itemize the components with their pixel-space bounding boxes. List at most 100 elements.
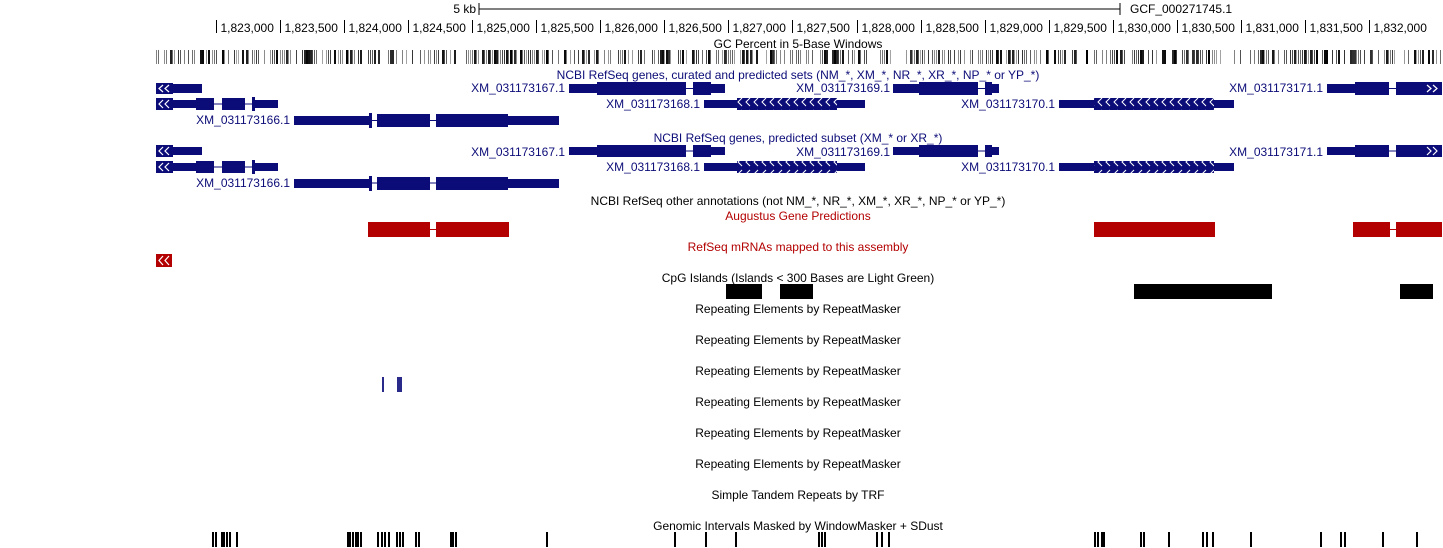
masked-interval[interactable] xyxy=(352,532,354,547)
masked-interval[interactable] xyxy=(360,532,362,547)
masked-interval[interactable] xyxy=(546,532,548,547)
masked-interval[interactable] xyxy=(1206,532,1208,547)
cpg-islands-track[interactable] xyxy=(726,284,1433,299)
masked-interval[interactable] xyxy=(221,532,223,547)
masked-interval[interactable] xyxy=(735,532,737,547)
masked-interval[interactable] xyxy=(415,532,417,547)
masked-interval[interactable] xyxy=(215,532,217,547)
masked-interval[interactable] xyxy=(399,532,401,547)
masked-interval[interactable] xyxy=(705,532,707,547)
track-label-repeatmasker-2[interactable]: Repeating Elements by RepeatMasker xyxy=(695,333,900,347)
gene-label-xm-031173171[interactable]: XM_031173171.1 xyxy=(1229,81,1323,95)
masked-interval[interactable] xyxy=(888,532,890,547)
cpg-island[interactable] xyxy=(726,284,762,299)
masked-interval[interactable] xyxy=(1168,532,1170,547)
gene-xm-031173169[interactable] xyxy=(893,82,999,95)
masked-interval[interactable] xyxy=(347,532,349,547)
masked-interval[interactable] xyxy=(236,532,238,547)
windowmasker-track[interactable] xyxy=(212,532,1418,547)
masked-interval[interactable] xyxy=(1101,532,1103,547)
gene-label-xm-031173167[interactable]: XM_031173167.1 xyxy=(471,81,565,95)
masked-interval[interactable] xyxy=(1250,532,1252,547)
track-label-repeatmasker-1[interactable]: Repeating Elements by RepeatMasker xyxy=(695,302,900,316)
pred-gene-label-xm-031173170[interactable]: XM_031173170.1 xyxy=(961,160,1055,174)
cpg-island[interactable] xyxy=(1400,284,1433,299)
refseq-all-track[interactable]: XM_031173167.1 XM_031173169.1 XM_0311731… xyxy=(156,81,1442,128)
gene-label-xm-031173169[interactable]: XM_031173169.1 xyxy=(796,81,890,95)
gc-percent-track[interactable] xyxy=(156,50,1441,64)
pred-gene-xm-031173166-upper[interactable] xyxy=(156,145,202,157)
pred-gene-label-xm-031173168[interactable]: XM_031173168.1 xyxy=(606,160,700,174)
gene-xm-031173171[interactable] xyxy=(1327,82,1442,95)
track-label-repeatmasker-6[interactable]: Repeating Elements by RepeatMasker xyxy=(695,457,900,471)
masked-interval[interactable] xyxy=(824,532,826,547)
gene-xm-031173167[interactable] xyxy=(569,82,725,95)
masked-interval[interactable] xyxy=(418,532,420,547)
pred-gene-label-xm-031173169[interactable]: XM_031173169.1 xyxy=(796,145,890,159)
masked-interval[interactable] xyxy=(1140,532,1142,547)
pred-gene-xm-031173166-mid[interactable] xyxy=(156,160,278,174)
track-label-refseq-all[interactable]: NCBI RefSeq genes, curated and predicted… xyxy=(557,68,1040,82)
masked-interval[interactable] xyxy=(396,532,398,547)
masked-interval[interactable] xyxy=(377,532,379,547)
track-label-windowmasker[interactable]: Genomic Intervals Masked by WindowMasker… xyxy=(653,519,943,533)
masked-interval[interactable] xyxy=(1320,532,1322,547)
masked-interval[interactable] xyxy=(1103,532,1105,547)
track-label-gc-percent[interactable]: GC Percent in 5-Base Windows xyxy=(714,37,883,51)
cpg-island[interactable] xyxy=(780,284,813,299)
masked-interval[interactable] xyxy=(212,532,214,547)
masked-interval[interactable] xyxy=(452,532,454,547)
masked-interval[interactable] xyxy=(1143,532,1145,547)
refseq-predicted-track[interactable]: XM_031173167.1 XM_031173169.1 XM_0311731… xyxy=(156,145,1442,191)
masked-interval[interactable] xyxy=(821,532,823,547)
repeat-element[interactable] xyxy=(382,377,384,392)
pred-gene-label-xm-031173171[interactable]: XM_031173171.1 xyxy=(1229,145,1323,159)
track-label-simple-repeats[interactable]: Simple Tandem Repeats by TRF xyxy=(712,488,885,502)
masked-interval[interactable] xyxy=(1344,532,1346,547)
track-label-repeatmasker-4[interactable]: Repeating Elements by RepeatMasker xyxy=(695,395,900,409)
masked-interval[interactable] xyxy=(876,532,878,547)
track-label-refseq-mrnas[interactable]: RefSeq mRNAs mapped to this assembly xyxy=(688,240,909,254)
track-label-augustus[interactable]: Augustus Gene Predictions xyxy=(725,209,870,223)
pred-gene-xm-031173167[interactable] xyxy=(569,145,725,157)
masked-interval[interactable] xyxy=(381,532,383,547)
masked-interval[interactable] xyxy=(402,532,404,547)
track-label-refseq-predicted[interactable]: NCBI RefSeq genes, predicted subset (XM_… xyxy=(654,131,943,145)
augustus-prediction-3[interactable] xyxy=(1353,222,1442,237)
gene-xm-031173166-mid[interactable] xyxy=(156,97,278,111)
masked-interval[interactable] xyxy=(229,532,231,547)
masked-interval[interactable] xyxy=(1212,532,1214,547)
refseq-mrna-alignment[interactable] xyxy=(156,254,172,267)
masked-interval[interactable] xyxy=(455,532,457,547)
masked-interval[interactable] xyxy=(1094,532,1096,547)
pred-gene-xm-031173171[interactable] xyxy=(1327,145,1442,157)
track-label-cpg-islands[interactable]: CpG Islands (Islands < 300 Bases are Lig… xyxy=(662,271,934,285)
gene-label-xm-031173166[interactable]: XM_031173166.1 xyxy=(196,113,290,127)
masked-interval[interactable] xyxy=(674,532,676,547)
repeatmasker-track-3[interactable] xyxy=(382,377,402,392)
masked-interval[interactable] xyxy=(818,532,820,547)
pred-gene-label-xm-031173166[interactable]: XM_031173166.1 xyxy=(196,176,290,190)
masked-interval[interactable] xyxy=(223,532,225,547)
masked-interval[interactable] xyxy=(355,532,357,547)
masked-interval[interactable] xyxy=(384,532,386,547)
cpg-island[interactable] xyxy=(1134,284,1272,299)
masked-interval[interactable] xyxy=(226,532,228,547)
gene-label-xm-031173168[interactable]: XM_031173168.1 xyxy=(606,97,700,111)
masked-interval[interactable] xyxy=(1340,532,1342,547)
masked-interval[interactable] xyxy=(1416,532,1418,547)
masked-interval[interactable] xyxy=(349,532,351,547)
augustus-track[interactable] xyxy=(368,222,1442,237)
track-label-refseq-other[interactable]: NCBI RefSeq other annotations (not NM_*,… xyxy=(591,194,1006,208)
masked-interval[interactable] xyxy=(357,532,359,547)
track-label-repeatmasker-3[interactable]: Repeating Elements by RepeatMasker xyxy=(695,364,900,378)
pred-gene-xm-031173170[interactable] xyxy=(1059,161,1234,173)
gene-xm-031173170[interactable] xyxy=(1059,98,1234,110)
pred-gene-label-xm-031173167[interactable]: XM_031173167.1 xyxy=(471,145,565,159)
masked-interval[interactable] xyxy=(1202,532,1204,547)
masked-interval[interactable] xyxy=(881,532,883,547)
gene-xm-031173168[interactable] xyxy=(704,98,865,110)
repeat-element[interactable] xyxy=(397,377,402,392)
